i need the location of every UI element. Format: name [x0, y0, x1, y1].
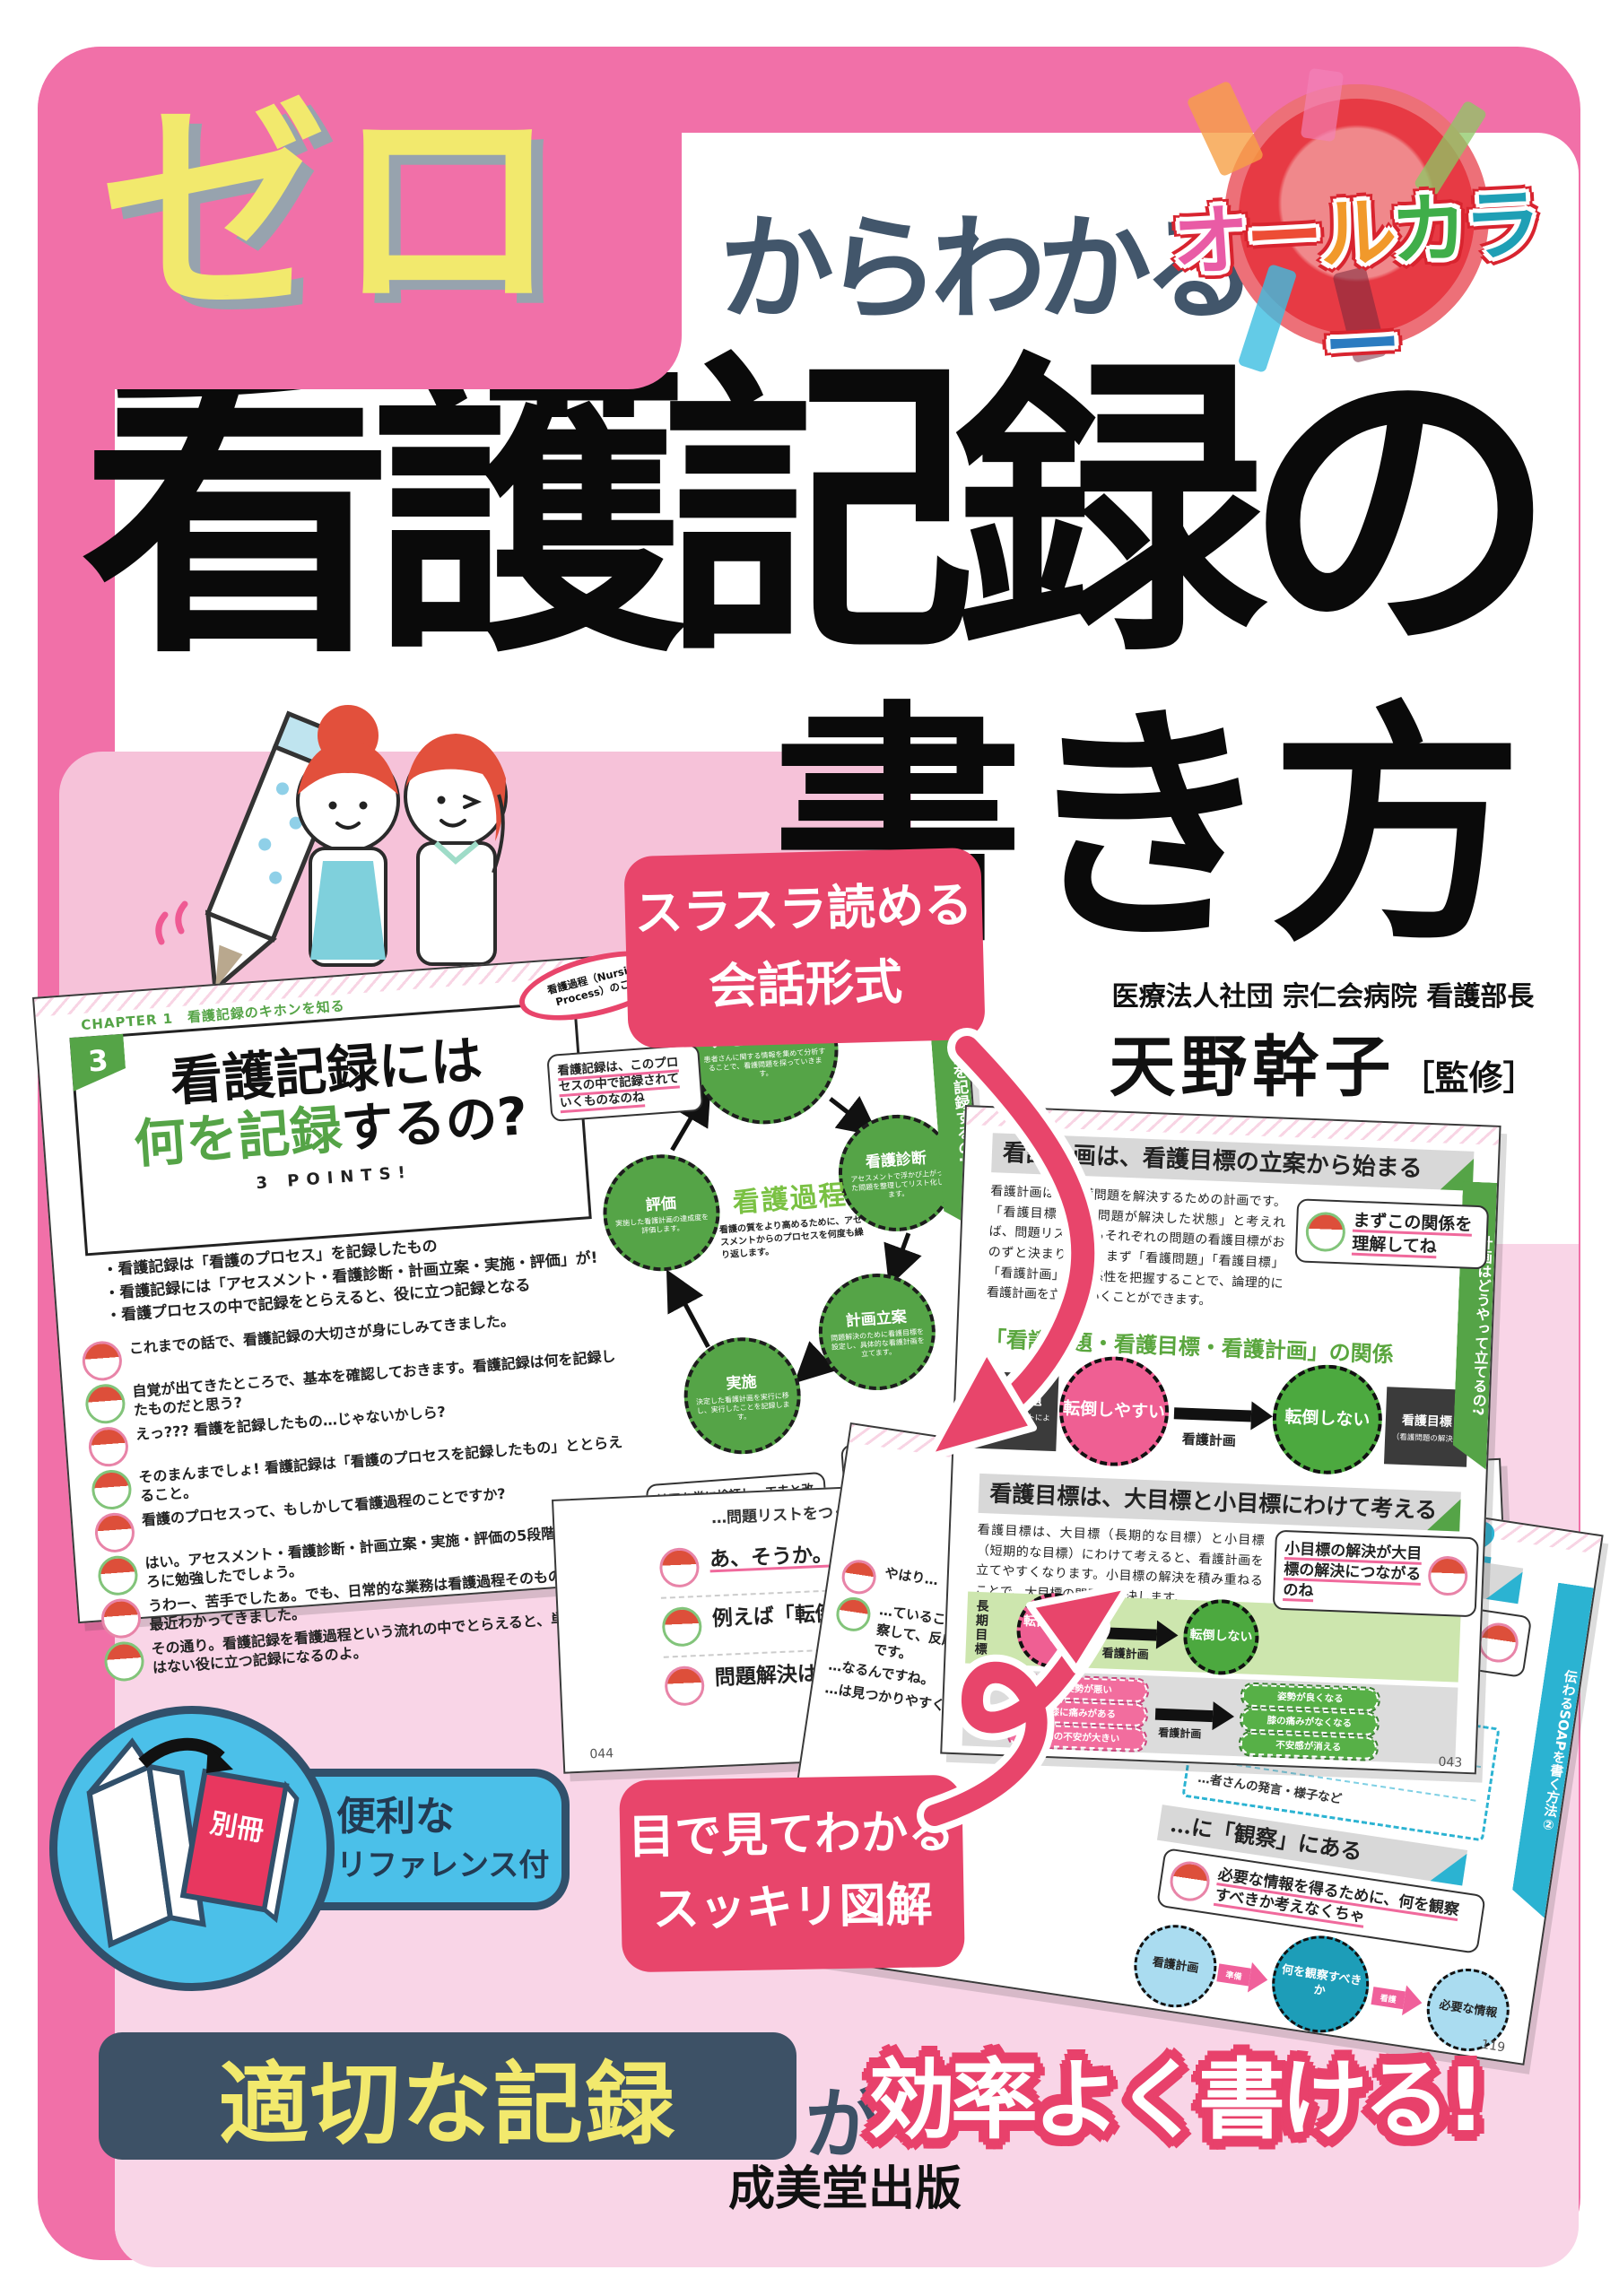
senior-nurse-avatar [1305, 1211, 1346, 1253]
booklet-illustration: 別冊 [86, 1737, 300, 1949]
long-term-goal: 転倒しない [1181, 1597, 1261, 1676]
tagline-box: 適切な記録 [99, 2032, 796, 2160]
flow-step-plan: 看護計画 [1128, 1918, 1223, 2013]
short-term-label: 短期目標 [969, 1678, 987, 1737]
long-term-label: 長期目標 [972, 1598, 989, 1657]
junior-nurse-avatar [658, 1546, 701, 1588]
junior-nurse-avatar [1427, 1555, 1469, 1597]
callout-conversation-format: スラスラ読める 会話形式 [623, 847, 986, 1049]
callout-line: スラスラ読める [633, 876, 974, 942]
sample-page-023: CHAPTER 1 看護記録のキホンを知る 3 看護記録には 何を記録するの? … [32, 928, 1007, 1683]
supplement-circle: 別冊 [49, 1706, 335, 1991]
ribbon-line2: リファレンス付 [336, 1847, 550, 1883]
short-term-problems: 歩行姿勢が悪い 左膝に痛みがある 転倒の不安が大きい [1006, 1672, 1150, 1753]
junior-nurse-avatar [81, 1339, 124, 1382]
section-heading-1: 看護計画は、看護目標の立案から始まる [991, 1133, 1475, 1191]
relation-problem-label: 看護問題（アセスメントによる問題） [973, 1370, 1059, 1452]
callout-line: 目で見てわかる [627, 1805, 955, 1866]
supervisor-role: ［監修］ [1400, 1058, 1537, 1098]
goal-pill: 不安感が消える [1238, 1729, 1380, 1762]
tagline-particle: が [805, 2080, 883, 2170]
supervisor-credit: 医療法人社団 宗仁会病院 看護部長 天野幹子 ［監修］ [1099, 974, 1547, 1109]
supervisor-affiliation: 医療法人社団 宗仁会病院 看護部長 [1111, 981, 1535, 1013]
process-arrows [666, 1083, 922, 1384]
senior-nurse-avatar [90, 1468, 133, 1511]
nurses-illustration [155, 705, 508, 994]
all-color-badge: オールカラー [1171, 67, 1543, 393]
problem-pill: 歩行姿勢が悪い [1008, 1672, 1150, 1705]
process-center-label: 看護過程 看護の質をより高めるために、アセスメントからのプロセスを何度も繰り返し… [718, 1179, 865, 1261]
goal-pill: 膝の痛みがなくなる [1239, 1705, 1380, 1738]
senior-nurse-avatar [661, 1605, 703, 1648]
short-term-plan: 看護計画 [1158, 1726, 1202, 1741]
speech-bubble-goals: 小目標の解決が大目標の解決につながるのね [1272, 1529, 1479, 1618]
long-term-arrow [1099, 1627, 1157, 1641]
body-paragraph-1: 看護計画は、看護問題を解決するための計画です。「看護目標＝看護問題が解決した状態… [986, 1184, 1287, 1309]
flow-arrow-prepare: 準備 [1216, 1963, 1251, 1987]
publisher-name: 成美堂出版 [728, 2162, 962, 2216]
tagline-outlined-text: 効率よく書ける! [868, 2049, 1485, 2151]
junior-nurse-avatar [100, 1597, 143, 1640]
tagline-boxed-text: 適切な記録 [219, 2051, 676, 2157]
nursing-process-diagram: アセスメント 患者さんに関する情報を集めて分析することで、看護問題を探っていきま… [546, 943, 998, 1570]
short-term-arrow [1154, 1708, 1214, 1723]
junior-nurse-avatar [840, 1557, 879, 1596]
sample-page-043: 看護計画は、看護目標の立案から始まる 看護計画は、看護問題を解決するための計画で… [940, 1105, 1501, 1775]
relation-plan-label: 看護計画 [1181, 1431, 1237, 1449]
relation-diagram: 看護問題（アセスメントによる問題） 転倒しやすい 看護計画 転倒しない 看護目標… [972, 1352, 1470, 1487]
junior-nurse-avatar [93, 1511, 136, 1554]
series-word-zero: ゼロ [100, 79, 568, 342]
long-term-plan: 看護計画 [1101, 1647, 1149, 1663]
senior-nurse-avatar [83, 1382, 126, 1425]
junior-nurse-avatar [664, 1665, 706, 1707]
callout-clear-diagrams: 目で見てわかる スッキリ図解 [619, 1774, 965, 1973]
page023-title-box: 3 看護記録には 何を記録するの? 3 POINTS! [69, 1000, 592, 1257]
senior-nurse-avatar [833, 1595, 874, 1634]
short-term-goals: 姿勢が良くなる 膝の痛みがなくなる 不安感が消える [1238, 1681, 1381, 1762]
relation-goal-circle: 転倒しない [1270, 1362, 1385, 1477]
relation-arrow [1173, 1407, 1252, 1422]
goal-pill: 姿勢が良くなる [1240, 1681, 1381, 1714]
short-term-goal-row: 短期目標 歩行姿勢が悪い 左膝に痛みがある 転倒の不安が大きい 看護計画 姿勢が… [962, 1668, 1458, 1765]
junior-nurse-avatar [87, 1425, 130, 1468]
flow-arrow-nursing: 看護 [1371, 1987, 1406, 2010]
callout-line: スッキリ図解 [652, 1877, 934, 1937]
senior-nurse-avatar [96, 1554, 140, 1597]
zero-block [38, 47, 682, 389]
callout-line: 会話形式 [708, 952, 903, 1015]
junior-nurse-avatar [1167, 1858, 1213, 1904]
badge-ray [1186, 80, 1265, 178]
relation-problem-circle: 転倒しやすい [1057, 1354, 1171, 1468]
problem-pill: 左膝に痛みがある [1007, 1696, 1149, 1729]
flow-step-what-to-observe: 何を観察すべきか [1265, 1928, 1376, 2039]
page-number: 043 [1438, 1754, 1463, 1770]
speech-bubble-relation: まずこの関係を理解してね [1294, 1198, 1490, 1270]
ribbon-line1: 便利な [336, 1794, 455, 1840]
senior-nurse-avatar [102, 1639, 146, 1683]
page-number: 044 [589, 1746, 614, 1762]
series-word-karawakaru: からわかる [719, 203, 1258, 336]
senior-nurse-avatar [1475, 1620, 1521, 1665]
speech-bubble-process-note: 看護記録は、このプロセスの中で記録されていくものなのね [546, 1043, 704, 1122]
supervisor-name: 天野幹子 [1109, 1029, 1397, 1106]
badge-label: オールカラー [1170, 179, 1540, 393]
problem-pill: 転倒の不安が大きい [1006, 1720, 1148, 1753]
long-term-problem: 転倒しやすい [1014, 1591, 1094, 1670]
book-title-line1: 看護記録の [81, 329, 1557, 695]
